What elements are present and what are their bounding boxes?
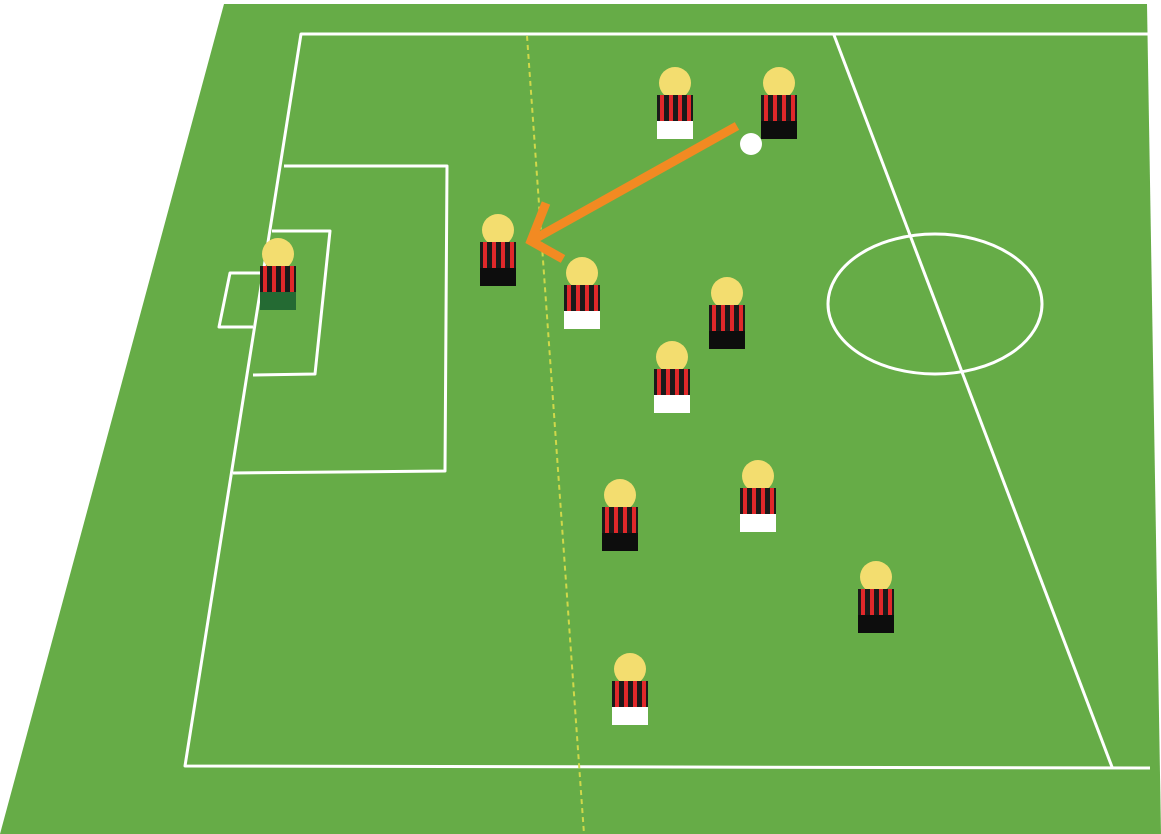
player-head	[659, 67, 691, 99]
player-head	[482, 214, 514, 246]
player-shirt-stripe	[888, 589, 892, 615]
player-shirt-stripe	[712, 305, 716, 331]
player-head	[860, 561, 892, 593]
player-shirt-stripe	[660, 95, 664, 121]
player-head	[742, 460, 774, 492]
player-head	[262, 238, 294, 270]
player-shirt-stripe	[567, 285, 571, 311]
player-icon	[602, 479, 638, 551]
player-head	[614, 653, 646, 685]
player-shirt-stripe	[687, 95, 691, 121]
ball-icon	[740, 133, 762, 155]
player-icon	[654, 341, 690, 413]
player-icon	[564, 257, 600, 329]
player-shirt-stripe	[675, 369, 679, 395]
player-shirt-stripe	[773, 95, 777, 121]
player-shirt-stripe	[752, 488, 756, 514]
player-shorts	[654, 395, 690, 413]
player-shirt-stripe	[576, 285, 580, 311]
player-shirt-stripe	[623, 507, 627, 533]
player-shirt-stripe	[743, 488, 747, 514]
player-shirt-stripe	[624, 681, 628, 707]
player-shirt-stripe	[739, 305, 743, 331]
player-shirt-stripe	[492, 242, 496, 268]
player-shirt-stripe	[263, 266, 267, 292]
player-shirt-stripe	[678, 95, 682, 121]
player-icon	[612, 653, 648, 725]
player-icon	[740, 460, 776, 532]
player-shirt-stripe	[501, 242, 505, 268]
player-shirt-stripe	[666, 369, 670, 395]
player-shirt-stripe	[791, 95, 795, 121]
player-shirt-stripe	[870, 589, 874, 615]
player-shorts	[612, 707, 648, 725]
player-shirt-stripe	[585, 285, 589, 311]
player-icon	[260, 238, 296, 310]
player-icon	[709, 277, 745, 349]
player-icon	[480, 214, 516, 286]
player-shirt-stripe	[782, 95, 786, 121]
player-shirt-stripe	[861, 589, 865, 615]
player-icon	[657, 67, 693, 139]
player-shorts	[480, 268, 516, 286]
player-shirt-stripe	[642, 681, 646, 707]
player-shorts	[657, 121, 693, 139]
player-shorts	[761, 121, 797, 139]
player-shirt-stripe	[272, 266, 276, 292]
player-shirt-stripe	[632, 507, 636, 533]
player-shirt-stripe	[614, 507, 618, 533]
player-shorts	[260, 292, 296, 310]
player-shirt-stripe	[605, 507, 609, 533]
player-shirt-stripe	[633, 681, 637, 707]
player-shirt-stripe	[770, 488, 774, 514]
player-icon	[761, 67, 797, 139]
player-shirt-stripe	[510, 242, 514, 268]
player-shirt-stripe	[669, 95, 673, 121]
player-shirt-stripe	[281, 266, 285, 292]
player-shorts	[564, 311, 600, 329]
player-shirt-stripe	[730, 305, 734, 331]
player-shorts	[858, 615, 894, 633]
player-head	[566, 257, 598, 289]
player-shirt-stripe	[879, 589, 883, 615]
player-shorts	[740, 514, 776, 532]
player-shorts	[709, 331, 745, 349]
player-shirt-stripe	[764, 95, 768, 121]
player-head	[604, 479, 636, 511]
player-head	[711, 277, 743, 309]
player-shirt-stripe	[721, 305, 725, 331]
player-head	[763, 67, 795, 99]
player-shirt-stripe	[657, 369, 661, 395]
player-shirt-stripe	[594, 285, 598, 311]
player-shirt-stripe	[761, 488, 765, 514]
player-shorts	[602, 533, 638, 551]
player-icon	[858, 561, 894, 633]
player-head	[656, 341, 688, 373]
player-shirt-stripe	[483, 242, 487, 268]
player-shirt-stripe	[684, 369, 688, 395]
player-shirt-stripe	[290, 266, 294, 292]
player-shirt-stripe	[615, 681, 619, 707]
